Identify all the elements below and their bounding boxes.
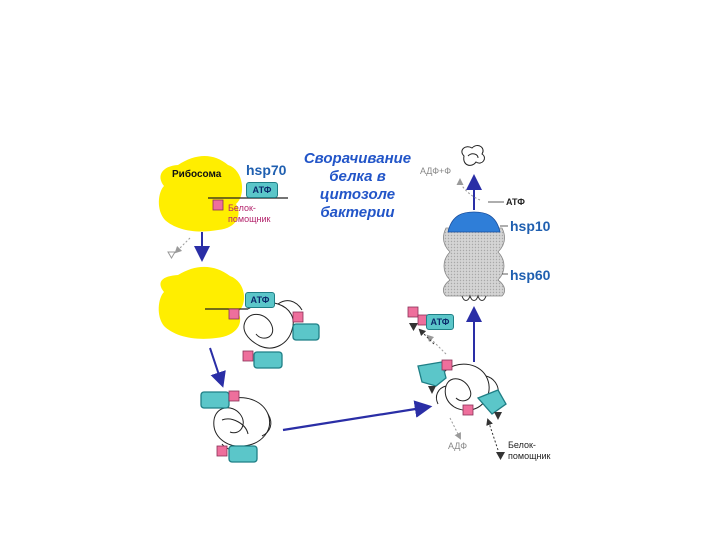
arrow-down-2 bbox=[209, 347, 226, 388]
helper-triangle-legend bbox=[496, 452, 505, 460]
helper-protein-label-1: Белок- помощник bbox=[228, 203, 271, 224]
atp-box-1: АТФ bbox=[246, 182, 278, 198]
helper-square-3a bbox=[228, 390, 240, 402]
adp-f-arrow bbox=[456, 178, 481, 201]
hsp10-label: hsp10 bbox=[510, 218, 551, 234]
atp-box-r: АТФ bbox=[426, 314, 454, 330]
atp-hsp-left bbox=[417, 361, 447, 394]
arrow-diagonal bbox=[282, 400, 433, 432]
helper-triangle-r1 bbox=[409, 323, 418, 331]
atp-box-2: АТФ bbox=[245, 292, 275, 308]
helper-incoming-arrow bbox=[486, 418, 499, 451]
hsp60-label: hsp60 bbox=[510, 267, 551, 283]
atp-box-2c bbox=[253, 351, 283, 369]
atp-hsp-right bbox=[476, 389, 507, 420]
release-arrow-r1 bbox=[426, 334, 447, 355]
adp-label: АДФ bbox=[448, 441, 468, 451]
hsp60-barrel bbox=[442, 227, 506, 297]
helper-square-r3 bbox=[441, 359, 453, 371]
hsp10-cap bbox=[447, 211, 501, 233]
adp-f-label: АДФ+Ф bbox=[420, 166, 452, 176]
helper-square-2b bbox=[292, 311, 304, 323]
helper-square-2c bbox=[242, 350, 254, 362]
hsp70-label: hsp70 bbox=[246, 162, 287, 178]
helper-square-1 bbox=[212, 199, 224, 211]
folded-protein bbox=[461, 145, 485, 166]
helper-square-3b bbox=[216, 445, 228, 457]
atp-label-top: АТФ bbox=[506, 197, 525, 207]
adp-release-arrow bbox=[449, 417, 461, 440]
atp-box-3b bbox=[228, 445, 258, 463]
folding-chain-2 bbox=[243, 300, 303, 349]
helper-protein-label-2: Белок- помощник bbox=[508, 440, 551, 461]
helper-square-2a bbox=[228, 308, 240, 320]
release-arrow-1 bbox=[174, 237, 191, 254]
release-arrow-r2 bbox=[418, 328, 435, 345]
atp-box-2b bbox=[292, 323, 320, 341]
helper-square-r4 bbox=[462, 404, 474, 416]
atp-box-3a bbox=[200, 391, 230, 409]
helper-square-r1 bbox=[407, 306, 419, 318]
diagram-title: Сворачивание белка в цитозоле бактерии bbox=[303, 150, 412, 221]
ribosome-2 bbox=[158, 266, 245, 339]
released-triangle-1 bbox=[167, 251, 176, 259]
ribosome-1 bbox=[158, 156, 243, 232]
ribosome-label: Рибосома bbox=[172, 169, 222, 180]
barrel-bottom-coil bbox=[461, 294, 487, 301]
